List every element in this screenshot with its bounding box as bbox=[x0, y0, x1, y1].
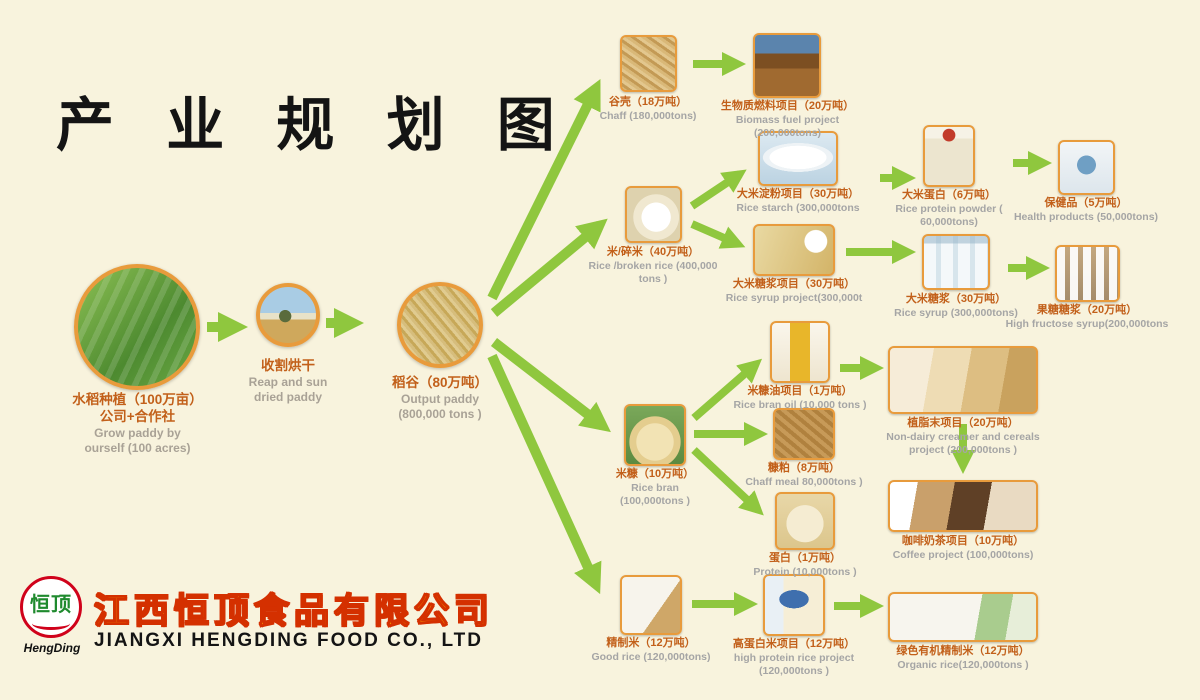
rice-bran-label-cn: 米糠（10万吨） bbox=[615, 468, 695, 480]
logo-cn-text: 恒顶 bbox=[30, 594, 72, 616]
rice-protein-label-cn: 大米蛋白（6万吨） bbox=[901, 189, 997, 201]
coffee-label-en: Coffee project (100,000tons) bbox=[892, 548, 1034, 561]
syrup-project-label-en: Rice syrup project(300,000t bbox=[725, 291, 863, 304]
protein-label-cn: 蛋白（1万吨） bbox=[768, 552, 842, 564]
paddy-grain-photo bbox=[397, 282, 483, 368]
chaff-meal-label: 糠粕（8万吨） Chaff meal 80,000tons ) bbox=[732, 462, 876, 489]
health-label: 保健品（5万吨） Health products (50,000tons) bbox=[1008, 197, 1164, 224]
logo-en-text: HengDing bbox=[23, 641, 81, 655]
fructose-label-en: High fructose syrup(200,000tons bbox=[1005, 317, 1169, 330]
paddy-label-en: Output paddy bbox=[401, 391, 479, 406]
rice-protein-photo bbox=[923, 125, 975, 187]
biomass-label-en: Biomass fuel project (200,000tons) bbox=[735, 113, 840, 139]
rice-broken-label-cn: 米/碎米（40万吨） bbox=[606, 246, 700, 258]
protein-label: 蛋白（1万吨） Protein (10,000tons ) bbox=[738, 552, 872, 579]
harvester-photo bbox=[256, 283, 320, 347]
high-protein-rice-photo bbox=[763, 574, 825, 636]
arrow-paddy-to-goodrice bbox=[487, 353, 602, 595]
biomass-label-cn: 生物质燃料项目（20万吨） bbox=[720, 100, 855, 112]
organic-rice-photo bbox=[888, 592, 1038, 642]
protein-photo bbox=[775, 492, 835, 550]
paddy-label: 稻谷（80万吨） Output paddy (800,000 tons ) bbox=[378, 375, 502, 422]
fructose-label-cn: 果糖糖浆（20万吨） bbox=[1036, 304, 1138, 316]
paddy-label-cn: 稻谷（80万吨） bbox=[391, 375, 489, 390]
company-name-en: JIANGXI HENGDING FOOD CO., LTD bbox=[94, 630, 483, 651]
rice-bran-label-en: Rice bran (100,000tons ) bbox=[619, 481, 691, 507]
rice-starch-label-en: Rice starch (300,000tons bbox=[736, 201, 860, 214]
chaff-photo bbox=[620, 35, 677, 92]
fructose-label: 果糖糖浆（20万吨） High fructose syrup(200,000to… bbox=[1000, 304, 1174, 331]
grow-label-cn: 水稻种植（100万亩） bbox=[72, 392, 203, 407]
rice-syrup-label: 大米糖浆（30万吨） Rice syrup (300,000tons) bbox=[889, 293, 1023, 320]
paddy-field-photo bbox=[74, 264, 200, 390]
good-rice-photo bbox=[620, 575, 682, 635]
rice-protein-label: 大米蛋白（6万吨） Rice protein powder ( 60,000to… bbox=[887, 189, 1011, 229]
good-rice-label-en: Good rice (120,000tons) bbox=[591, 650, 711, 663]
logo-swoosh-icon bbox=[32, 617, 70, 630]
biomass-label: 生物质燃料项目（20万吨） Biomass fuel project (200,… bbox=[720, 100, 855, 140]
rice-syrup-photo bbox=[922, 234, 990, 290]
health-label-cn: 保健品（5万吨） bbox=[1044, 197, 1128, 209]
grow-label-en: Grow paddy by bbox=[94, 425, 181, 440]
organic-rice-label-cn: 绿色有机精制米（12万吨） bbox=[896, 645, 1030, 657]
syrup-project-label-cn: 大米糖浆项目（30万吨） bbox=[732, 278, 856, 290]
good-rice-label: 精制米（12万吨） Good rice (120,000tons) bbox=[589, 637, 713, 664]
rice-starch-label-cn: 大米淀粉项目（30万吨） bbox=[736, 188, 860, 200]
bran-oil-photo bbox=[770, 321, 830, 383]
arrow-paddy-to-rice bbox=[490, 218, 608, 317]
coffee-photo bbox=[888, 480, 1038, 532]
rice-protein-label-en: Rice protein powder ( 60,000tons) bbox=[895, 202, 1003, 228]
coffee-label-cn: 咖啡奶茶项目（10万吨） bbox=[901, 535, 1025, 547]
chaff-label-cn: 谷壳（18万吨） bbox=[608, 96, 688, 108]
high-protein-rice-label-cn: 高蛋白米项目（12万吨） bbox=[732, 638, 856, 650]
page-title: 产 业 规 划 图 bbox=[56, 91, 571, 159]
hengding-logo: 恒顶 bbox=[20, 576, 82, 638]
rice-broken-photo bbox=[625, 186, 682, 243]
paddy-label-en2: (800,000 tons ) bbox=[398, 406, 482, 421]
reap-label-en: Reap and sun bbox=[248, 374, 328, 389]
coffee-label: 咖啡奶茶项目（10万吨） Coffee project (100,000tons… bbox=[876, 535, 1050, 562]
chaff-meal-label-en: Chaff meal 80,000tons ) bbox=[745, 475, 863, 488]
chaff-label: 谷壳（18万吨） Chaff (180,000tons) bbox=[585, 96, 711, 123]
grow-label: 水稻种植（100万亩） 公司+合作社 Grow paddy by ourself… bbox=[50, 392, 225, 456]
syrup-project-label: 大米糖浆项目（30万吨） Rice syrup project(300,000t bbox=[716, 278, 872, 305]
bran-oil-label-cn: 米糠油项目（1万吨） bbox=[747, 385, 853, 397]
creamer-label: 植脂末项目（20万吨） Non-dairy creamer and cereal… bbox=[877, 417, 1049, 457]
chaff-label-en: Chaff (180,000tons) bbox=[599, 109, 697, 122]
chaff-meal-photo bbox=[773, 408, 835, 460]
company-name-cn: 江西恒顶食品有限公司 bbox=[93, 591, 495, 632]
bran-oil-label-en: Rice bran oil (10,000 tons ) bbox=[733, 398, 867, 411]
arrow-paddy-to-bran bbox=[490, 338, 611, 433]
rice-starch-photo bbox=[758, 131, 838, 186]
high-protein-rice-label: 高蛋白米项目（12万吨） high protein rice project (… bbox=[722, 638, 866, 678]
rice-broken-label-en: Rice /broken rice (400,000 tons ) bbox=[588, 259, 718, 285]
rice-starch-label: 大米淀粉项目（30万吨） Rice starch (300,000tons bbox=[720, 188, 876, 215]
rice-bran-label: 米糠（10万吨） Rice bran (100,000tons ) bbox=[598, 468, 712, 508]
fructose-syrup-photo bbox=[1055, 245, 1120, 302]
reap-label-cn: 收割烘干 bbox=[261, 358, 315, 373]
rice-syrup-label-cn: 大米糖浆（30万吨） bbox=[905, 293, 1007, 305]
creamer-label-cn: 植脂末项目（20万吨） bbox=[907, 417, 1019, 429]
health-label-en: Health products (50,000tons) bbox=[1013, 210, 1159, 223]
chaff-meal-label-cn: 糠粕（8万吨） bbox=[767, 462, 841, 474]
bran-oil-label: 米糠油项目（1万吨） Rice bran oil (10,000 tons ) bbox=[728, 385, 872, 412]
creamer-photo bbox=[888, 346, 1038, 414]
reap-label-en2: dried paddy bbox=[253, 389, 322, 404]
reap-label: 收割烘干 Reap and sun dried paddy bbox=[226, 358, 350, 405]
protein-label-en: Protein (10,000tons ) bbox=[753, 565, 857, 578]
arrow-rice-to-syrupproject bbox=[690, 220, 746, 249]
good-rice-label-cn: 精制米（12万吨） bbox=[606, 637, 696, 649]
rice-bran-photo bbox=[624, 404, 686, 466]
organic-rice-label: 绿色有机精制米（12万吨） Organic rice(120,000tons ) bbox=[871, 645, 1055, 672]
syrup-project-photo bbox=[753, 224, 835, 276]
creamer-label-en: Non-dairy creamer and cereals project (2… bbox=[886, 430, 1040, 456]
health-products-photo bbox=[1058, 140, 1115, 195]
rice-broken-label: 米/碎米（40万吨） Rice /broken rice (400,000 to… bbox=[586, 246, 720, 286]
biomass-photo bbox=[753, 33, 821, 98]
rice-syrup-label-en: Rice syrup (300,000tons) bbox=[894, 306, 1018, 319]
high-protein-rice-label-en: high protein rice project (120,000tons ) bbox=[733, 651, 855, 677]
grow-label-en2: ourself (100 acres) bbox=[84, 440, 191, 455]
organic-rice-label-en: Organic rice(120,000tons ) bbox=[897, 658, 1029, 671]
grow-label-cn2: 公司+合作社 bbox=[99, 408, 176, 424]
